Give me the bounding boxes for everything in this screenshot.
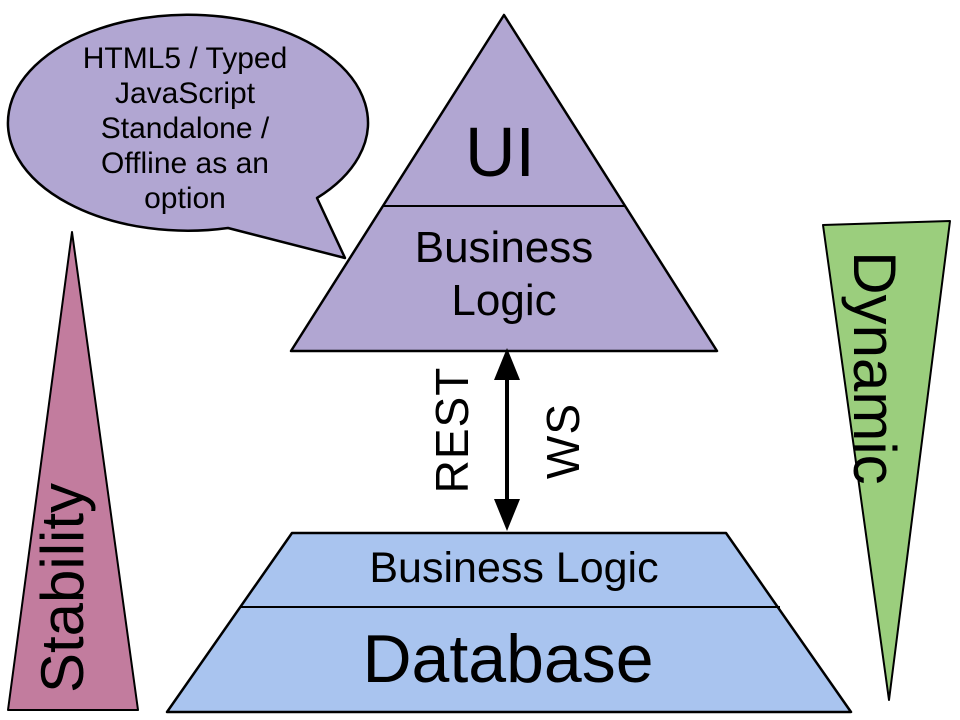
stability-triangle-shape [7, 231, 139, 711]
client-business-logic-label-line1: Business [415, 223, 594, 272]
dynamic-axis: Dynamic [822, 220, 951, 701]
ui-tier-label: UI [465, 113, 535, 191]
callout-line-5: option [144, 182, 226, 215]
stability-label: Stability [29, 483, 96, 693]
client-pyramid: UI Business Logic [289, 13, 719, 353]
tech-callout-bubble: HTML5 / Typed JavaScript Standalone / Of… [6, 13, 370, 260]
connector-arrowhead-down-icon [494, 499, 520, 531]
stability-axis: Stability [7, 231, 139, 711]
callout-line-3: Standalone / [101, 112, 270, 145]
callout-line-2: JavaScript [115, 77, 256, 110]
rest-ws-connector: REST WS [426, 348, 589, 531]
database-label: Database [362, 621, 653, 697]
callout-bubble-shape [6, 13, 370, 260]
dynamic-label: Dynamic [841, 251, 908, 484]
rest-label: REST [426, 367, 478, 494]
server-stack: Business Logic Database [165, 531, 853, 714]
client-business-logic-label-line2: Logic [451, 276, 556, 325]
callout-line-1: HTML5 / Typed [83, 42, 288, 75]
ws-label: WS [537, 403, 589, 479]
callout-line-4: Offline as an [101, 147, 269, 180]
server-stack-shape [165, 531, 853, 714]
dynamic-triangle-shape [822, 220, 951, 701]
client-pyramid-shape [289, 13, 719, 353]
server-business-logic-label: Business Logic [369, 544, 658, 592]
connector-arrowhead-up-icon [494, 348, 520, 380]
